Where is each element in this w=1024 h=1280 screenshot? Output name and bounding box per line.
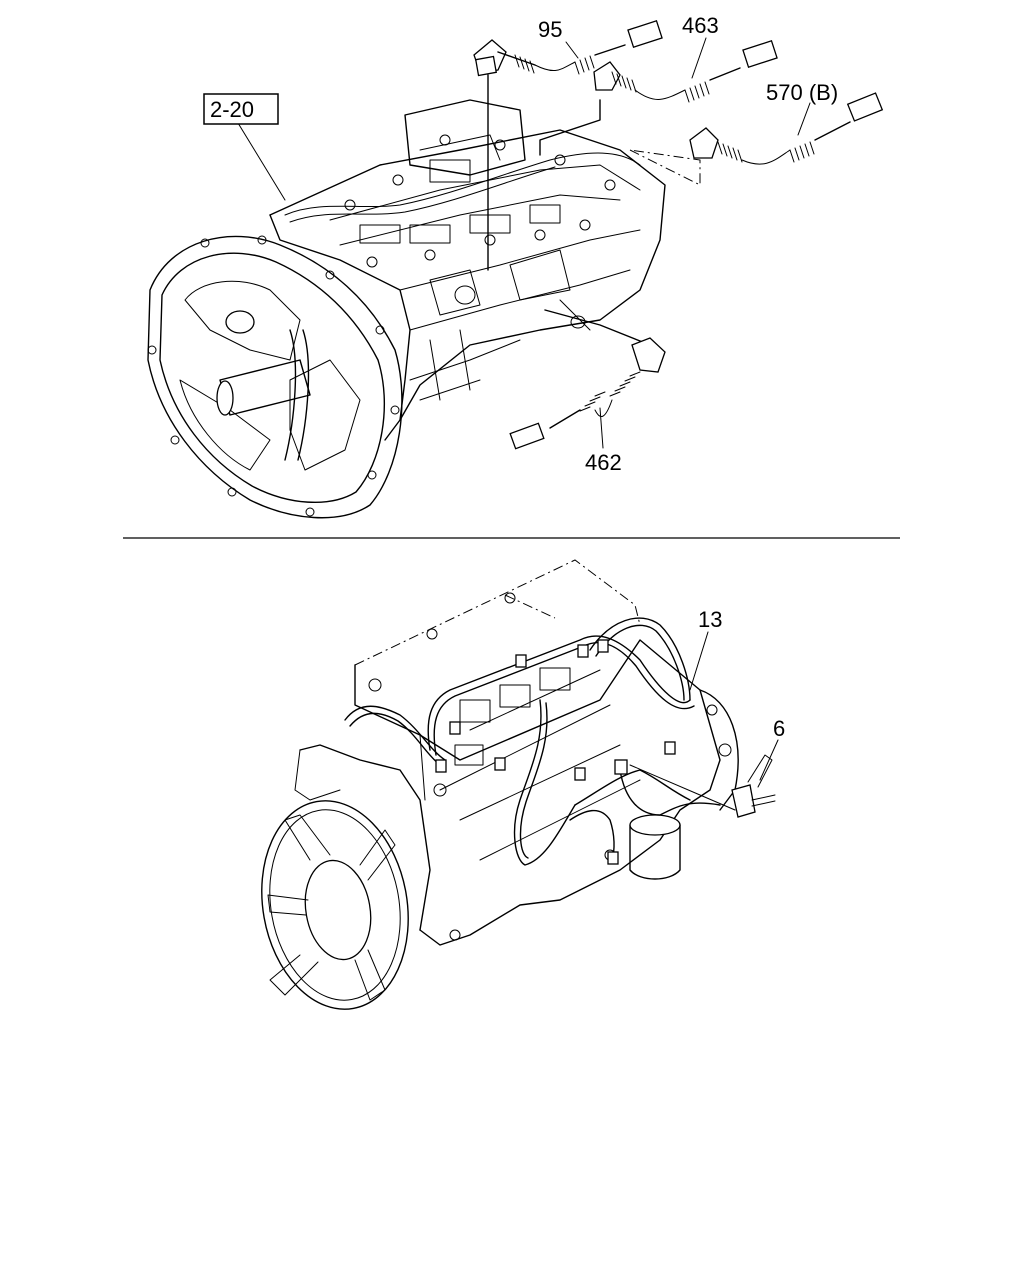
label-462: 462 xyxy=(585,450,622,475)
sensor-95 xyxy=(473,19,663,271)
label-13: 13 xyxy=(698,607,722,632)
label-95: 95 xyxy=(538,17,562,42)
sensor-463 xyxy=(539,39,778,156)
label-ref-2-20: 2-20 xyxy=(210,97,254,122)
label-463: 463 xyxy=(682,13,719,38)
engine-assembly xyxy=(261,559,776,1010)
label-6: 6 xyxy=(773,716,785,741)
sensor-462 xyxy=(509,309,666,450)
leader-lines-bottom xyxy=(689,631,779,781)
sensor-570b xyxy=(629,92,884,186)
transmission-assembly xyxy=(147,99,666,519)
leader-lines-top xyxy=(237,37,811,449)
label-570b: 570 (B) xyxy=(766,80,838,105)
ref-box-2-20 xyxy=(203,93,279,125)
